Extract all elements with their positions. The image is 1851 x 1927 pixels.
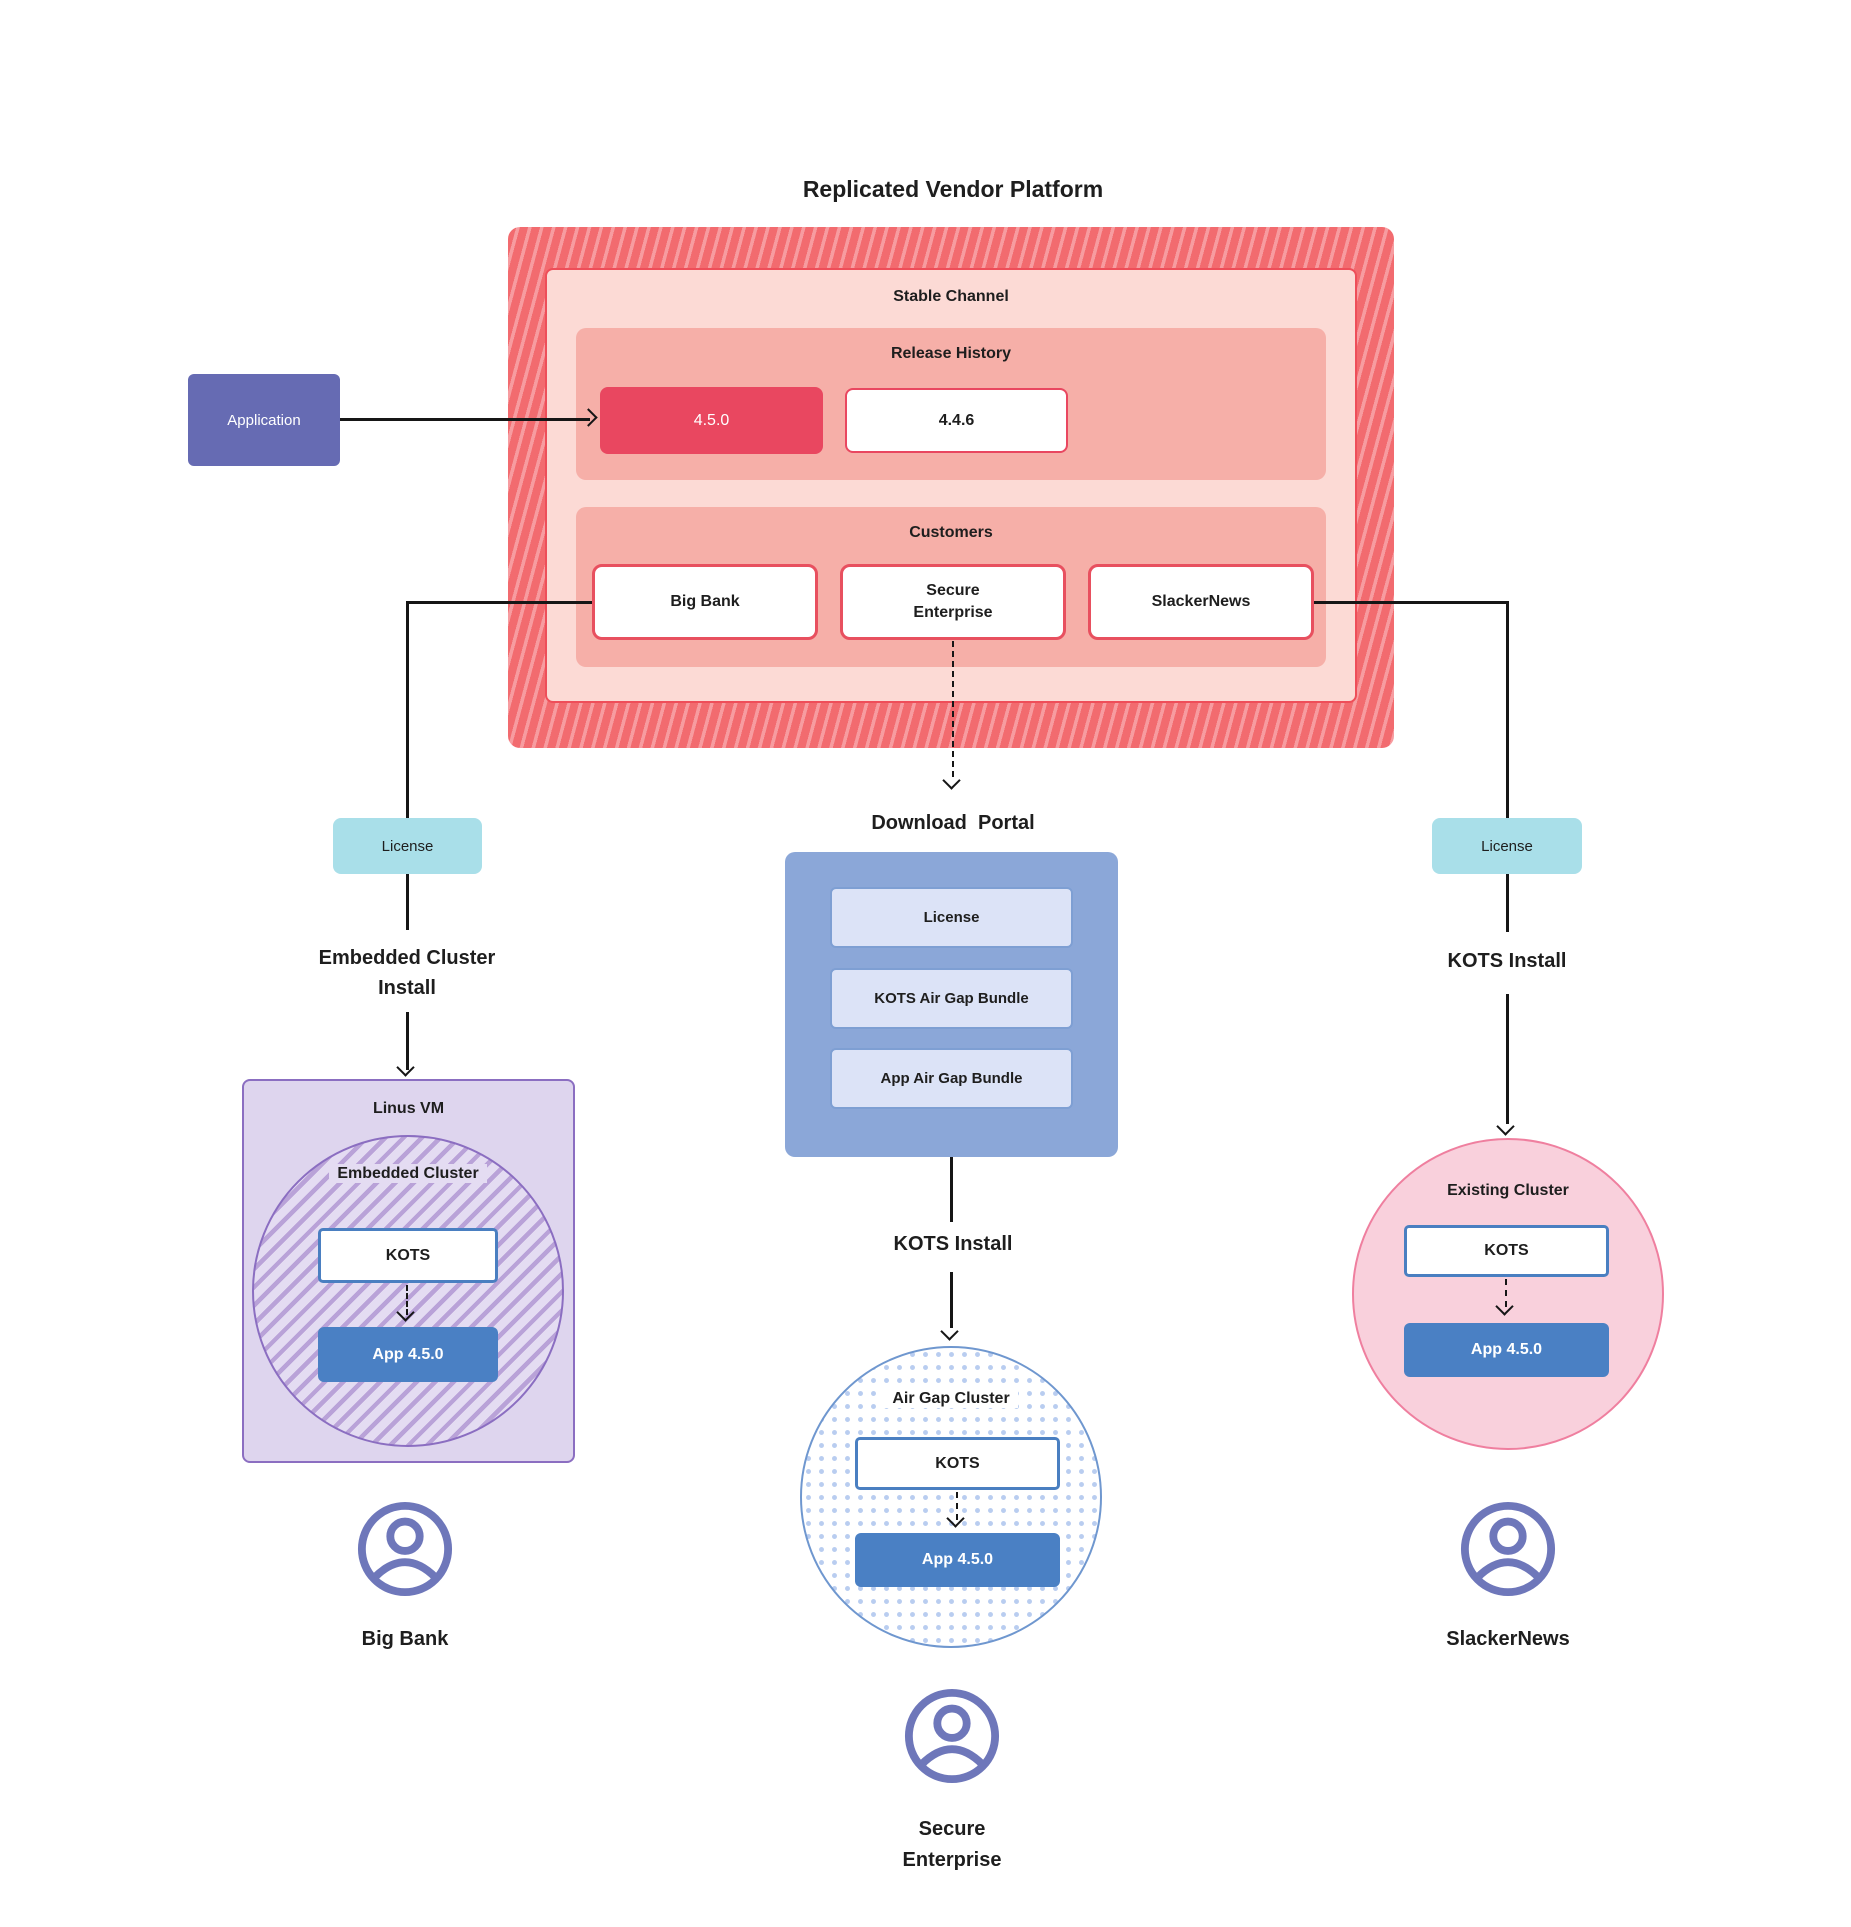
connector-line xyxy=(1506,994,1509,1124)
persona-label-secure-enterprise: Secure Enterprise xyxy=(902,1818,1002,1871)
app-box-existing: App 4.5.0 xyxy=(1404,1323,1609,1377)
step-label-kots-install-right: KOTS Install xyxy=(1447,950,1567,972)
connector-line xyxy=(1314,601,1507,604)
dashed-connector-line xyxy=(952,641,954,777)
download-portal-label: Download Portal xyxy=(871,812,1035,834)
persona-label-big-bank: Big Bank xyxy=(361,1628,449,1650)
portal-item-app-airgap-bundle: App Air Gap Bundle xyxy=(830,1048,1073,1109)
license-badge-left: License xyxy=(333,818,482,874)
embedded-cluster-circle xyxy=(252,1135,564,1447)
kots-box-airgap: KOTS xyxy=(855,1437,1060,1490)
connector-line xyxy=(340,418,590,421)
air-gap-cluster-label: Air Gap Cluster xyxy=(800,1389,1102,1408)
kots-box-existing: KOTS xyxy=(1404,1225,1609,1277)
arrowhead-down-icon xyxy=(940,1322,959,1341)
customers-label: Customers xyxy=(909,524,993,541)
persona-label-slackernews: SlackerNews xyxy=(1446,1628,1570,1650)
customer-box-big-bank: Big Bank xyxy=(592,564,818,640)
dashed-connector-line xyxy=(956,1492,958,1520)
release-history-label: Release History xyxy=(890,345,1012,362)
app-box-embedded: App 4.5.0 xyxy=(318,1327,498,1382)
air-gap-cluster-circle xyxy=(800,1346,1102,1648)
kots-box-embedded: KOTS xyxy=(318,1228,498,1283)
portal-item-license: License xyxy=(830,887,1073,948)
connector-line xyxy=(1506,874,1509,932)
user-icon xyxy=(357,1501,453,1597)
connector-line xyxy=(407,601,592,604)
existing-cluster-label: Existing Cluster xyxy=(1447,1182,1569,1199)
customer-box-slackernews: SlackerNews xyxy=(1088,564,1314,640)
connector-line xyxy=(950,1272,953,1328)
license-badge-right: License xyxy=(1432,818,1582,874)
release-version-previous: 4.4.6 xyxy=(845,388,1068,453)
user-icon xyxy=(904,1688,1000,1784)
dashed-connector-line xyxy=(406,1285,408,1315)
step-label-kots-install-middle: KOTS Install xyxy=(893,1233,1013,1255)
connector-line xyxy=(1506,601,1509,818)
connector-line xyxy=(406,1012,409,1070)
diagram-title: Replicated Vendor Platform xyxy=(802,176,1104,202)
connector-line xyxy=(406,601,409,818)
step-label-embedded-cluster-install: Embedded Cluster Install xyxy=(318,947,496,999)
customer-box-secure-enterprise: Secure Enterprise xyxy=(840,564,1066,640)
release-version-current: 4.5.0 xyxy=(600,387,823,454)
application-box: Application xyxy=(188,374,340,466)
app-box-airgap: App 4.5.0 xyxy=(855,1533,1060,1587)
dashed-connector-line xyxy=(1505,1279,1507,1307)
user-icon xyxy=(1460,1501,1556,1597)
portal-item-kots-airgap-bundle: KOTS Air Gap Bundle xyxy=(830,968,1073,1029)
arrowhead-down-icon xyxy=(396,1058,415,1077)
connector-line xyxy=(406,874,409,930)
arrowhead-down-icon xyxy=(942,771,961,790)
embedded-cluster-label: Embedded Cluster xyxy=(252,1164,564,1183)
linus-vm-label: Linus VM xyxy=(372,1100,445,1117)
stable-channel-label: Stable Channel xyxy=(893,288,1009,305)
existing-cluster-circle xyxy=(1352,1138,1664,1450)
connector-line xyxy=(950,1157,953,1222)
arrowhead-down-icon xyxy=(1496,1117,1515,1136)
